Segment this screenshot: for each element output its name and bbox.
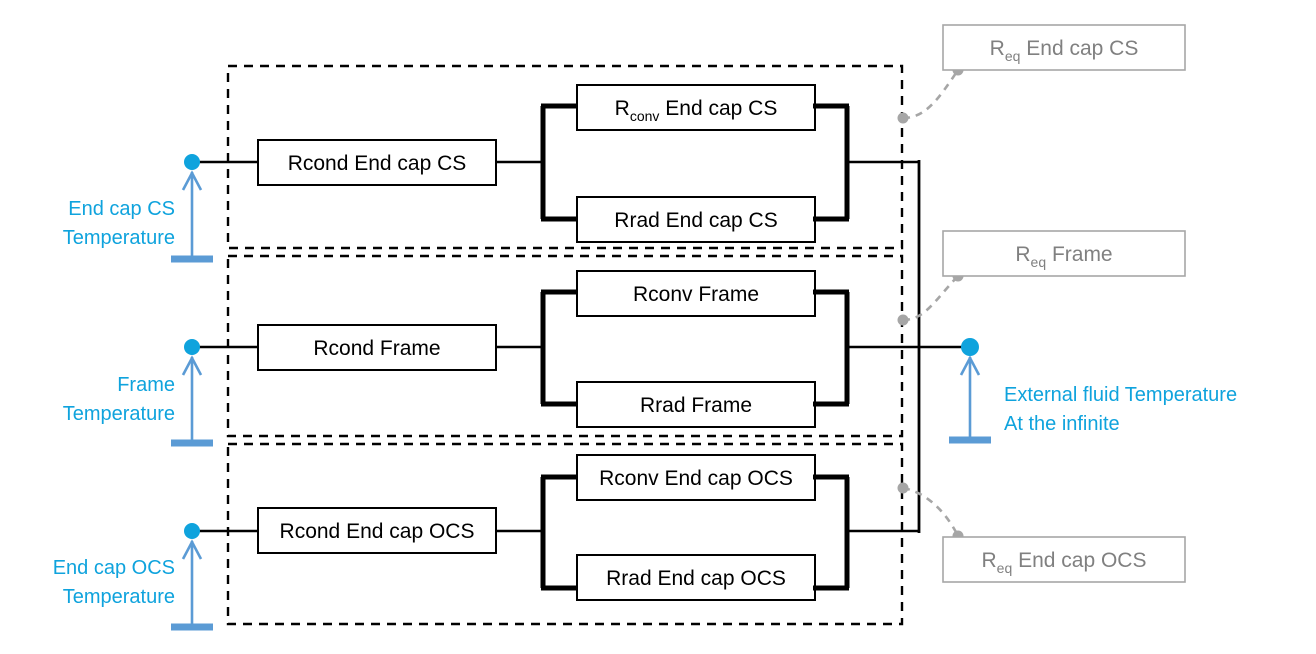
label-req-end-cap-cs: Req End cap CS — [990, 37, 1139, 64]
label-rconv-end-cap-cs: Rconv End cap CS — [615, 97, 778, 124]
box-rcond-end-cap-ocs — [257, 507, 497, 554]
section-end-cap-cs: Rcond End cap CS Rconv End cap CS Rrad E… — [192, 64, 920, 250]
label-rconv-end-cap-ocs: Rconv End cap OCS — [599, 467, 793, 490]
label-req-frame-sub: eq — [1031, 254, 1047, 270]
label-rconv-end-cap-cs-sub: conv — [630, 108, 660, 124]
dashed-boundary-end-cap-ocs — [226, 442, 904, 626]
connector-line-req-end-cap-ocs — [902, 486, 960, 537]
equivalent-callout-frame: Req Frame — [897, 230, 1186, 326]
connector-line-req-frame — [902, 275, 959, 322]
label-external-fluid-line2: At the infinite — [1004, 413, 1120, 435]
label-rconv-frame: Rconv Frame — [633, 283, 759, 306]
equivalent-callout-end-cap-ocs: Req End cap OCS — [897, 482, 1186, 583]
section-end-cap-ocs: Rcond End cap OCS Rconv End cap OCS Rrad… — [192, 442, 920, 626]
label-rcond-end-cap-ocs: Rcond End cap OCS — [280, 520, 475, 543]
source-arrowhead-frame — [181, 355, 203, 376]
source-node-end-cap-ocs — [184, 523, 200, 539]
label-end-cap-cs-temperature-line1: End cap CS — [68, 198, 175, 220]
label-req-end-cap-cs-base: R — [990, 37, 1005, 60]
box-req-end-cap-cs — [942, 24, 1186, 71]
dashed-boundary-end-cap-cs — [226, 64, 904, 250]
source-arrowhead-end-cap-ocs — [181, 539, 203, 560]
label-req-end-cap-ocs: Req End cap OCS — [982, 549, 1147, 576]
source-node-frame — [184, 339, 200, 355]
label-req-frame: Req Frame — [1015, 243, 1112, 270]
temperature-source-external-fluid: External fluid Temperature At the infini… — [949, 338, 1237, 444]
label-end-cap-ocs-temperature-line2: Temperature — [63, 586, 175, 608]
temperature-source-frame: Frame Temperature — [63, 339, 213, 447]
label-frame-temperature-line2: Temperature — [63, 403, 175, 425]
equivalent-callout-end-cap-cs: Req End cap CS — [897, 24, 1186, 124]
temperature-source-end-cap-cs: End cap CS Temperature — [63, 154, 213, 263]
label-frame-temperature-line1: Frame — [117, 374, 175, 396]
label-rcond-end-cap-cs: Rcond End cap CS — [288, 152, 467, 175]
section-frame: Rcond Frame Rconv Frame Rrad Frame — [192, 254, 970, 438]
label-end-cap-ocs-temperature-line1: End cap OCS — [53, 557, 175, 579]
label-req-end-cap-ocs-rest: End cap OCS — [1012, 549, 1146, 572]
label-req-end-cap-ocs-base: R — [982, 549, 997, 572]
label-rrad-end-cap-ocs: Rrad End cap OCS — [606, 567, 786, 590]
label-req-frame-rest: Frame — [1046, 243, 1113, 266]
label-req-end-cap-ocs-sub: eq — [997, 560, 1013, 576]
temperature-source-end-cap-ocs: End cap OCS Temperature — [53, 523, 213, 631]
source-arrowhead-end-cap-cs — [181, 170, 203, 191]
source-node-end-cap-cs — [184, 154, 200, 170]
connector-dot-source-req-end-cap-cs — [897, 112, 909, 124]
label-external-fluid-line1: External fluid Temperature — [1004, 384, 1237, 406]
connector-line-req-end-cap-cs — [902, 69, 960, 120]
label-req-end-cap-cs-sub: eq — [1005, 48, 1021, 64]
label-rconv-end-cap-cs-base: R — [615, 97, 630, 120]
label-rconv-end-cap-cs-rest: End cap CS — [659, 97, 777, 120]
label-req-frame-base: R — [1015, 243, 1030, 266]
label-end-cap-cs-temperature-line2: Temperature — [63, 227, 175, 249]
source-arrowhead-external-fluid — [959, 355, 981, 376]
box-req-end-cap-ocs — [942, 536, 1186, 583]
box-rconv-frame — [576, 270, 816, 317]
label-rrad-end-cap-cs: Rrad End cap CS — [614, 209, 777, 232]
label-rrad-frame: Rrad Frame — [640, 394, 752, 417]
label-req-end-cap-cs-rest: End cap CS — [1020, 37, 1138, 60]
source-node-external-fluid — [961, 338, 979, 356]
connector-dot-source-req-frame — [897, 314, 909, 326]
box-rrad-end-cap-ocs — [576, 554, 816, 601]
label-rcond-frame: Rcond Frame — [313, 337, 440, 360]
connector-dot-source-req-end-cap-ocs — [897, 482, 909, 494]
box-req-frame — [942, 230, 1186, 277]
box-rrad-frame — [576, 381, 816, 428]
